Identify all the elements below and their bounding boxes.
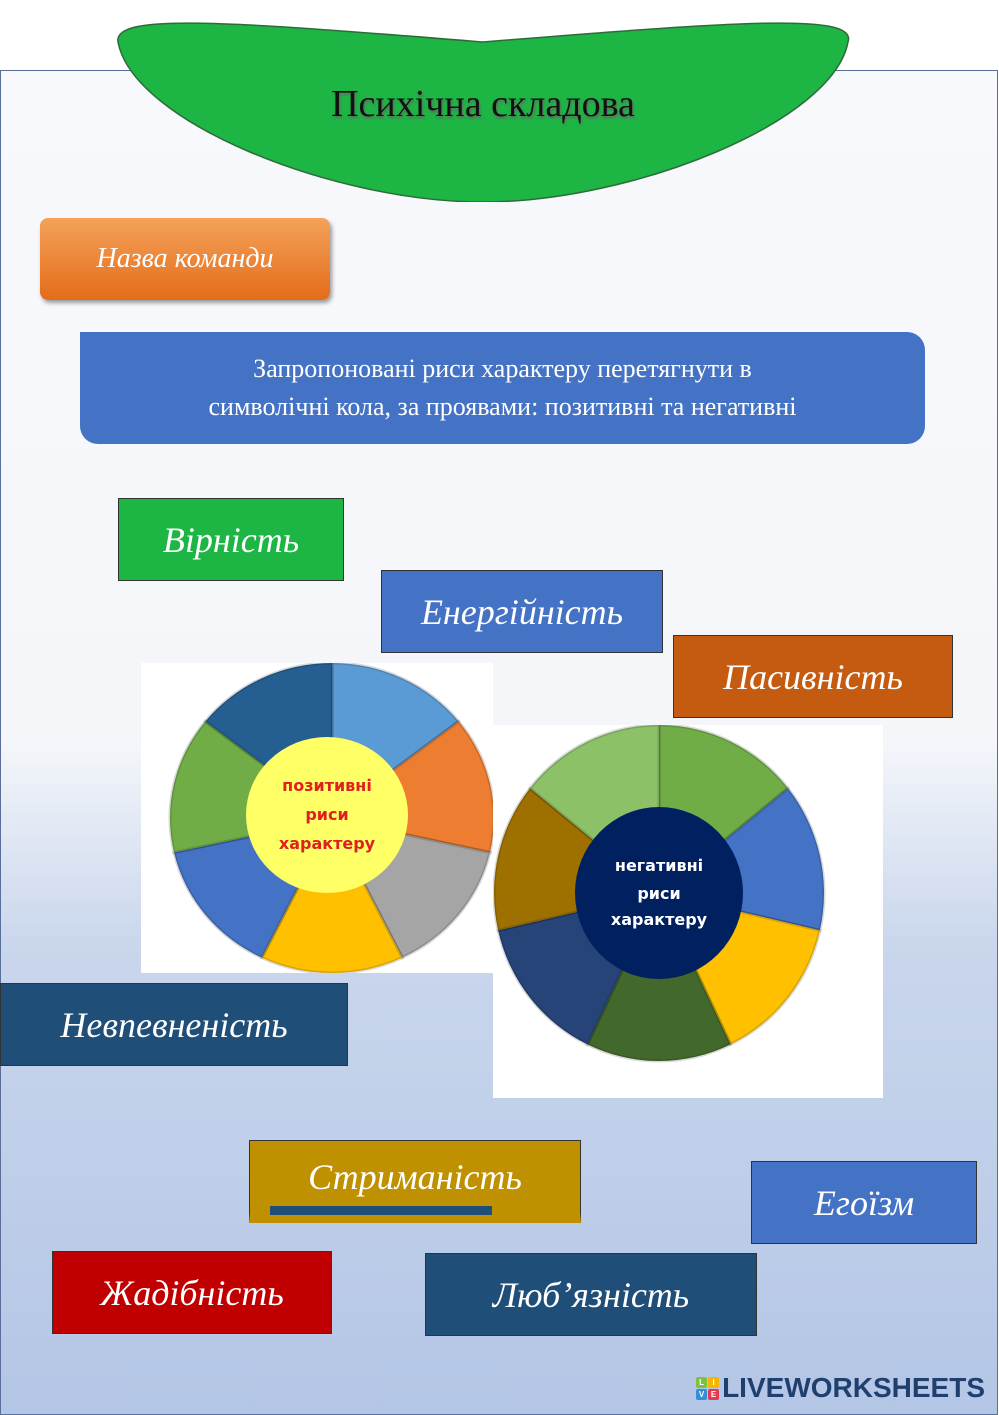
positive-label-2: риси	[305, 805, 348, 824]
instruction-line: символічні кола, за проявами: позитивні …	[208, 392, 797, 421]
underline-bar	[270, 1206, 492, 1215]
positive-donut: позитивні риси характеру	[168, 661, 496, 975]
positive-traits-circle[interactable]: позитивні риси характеру	[141, 661, 496, 975]
positive-label-3: характеру	[279, 834, 376, 853]
instruction-line: Запропоновані риси характеру перетягнути…	[253, 354, 752, 383]
logo-text: LIVEWORKSHEETS	[722, 1372, 985, 1403]
positive-label-1: позитивні	[282, 776, 372, 795]
title-banner-shape	[117, 22, 850, 202]
negative-traits-circle[interactable]: негативні риси характеру	[492, 723, 883, 1098]
trait-card-eholizm[interactable]: Егоїзм	[751, 1161, 977, 1244]
team-name-button[interactable]: Назва команди	[40, 218, 330, 300]
negative-label-1: негативні	[615, 856, 703, 875]
negative-label-2: риси	[637, 884, 680, 903]
negative-donut: негативні риси характеру	[492, 723, 826, 1063]
positive-center	[246, 737, 408, 893]
instruction-box: Запропоновані риси характеру перетягнути…	[80, 332, 925, 444]
negative-label-3: характеру	[611, 910, 708, 929]
negative-center	[575, 807, 743, 979]
trait-card-zhadibnist[interactable]: Жадібність	[52, 1251, 332, 1334]
trait-card-liubiaznist[interactable]: Любʼязність	[425, 1253, 757, 1336]
trait-card-enerhiinist[interactable]: Енергійність	[381, 570, 663, 653]
trait-card-pasyvnist[interactable]: Пасивність	[673, 635, 953, 718]
trait-card-nevpevnenist[interactable]: Невпевненість	[0, 983, 348, 1066]
trait-card-virnist[interactable]: Вірність	[118, 498, 344, 581]
page-title: Психічна складова	[331, 83, 635, 125]
